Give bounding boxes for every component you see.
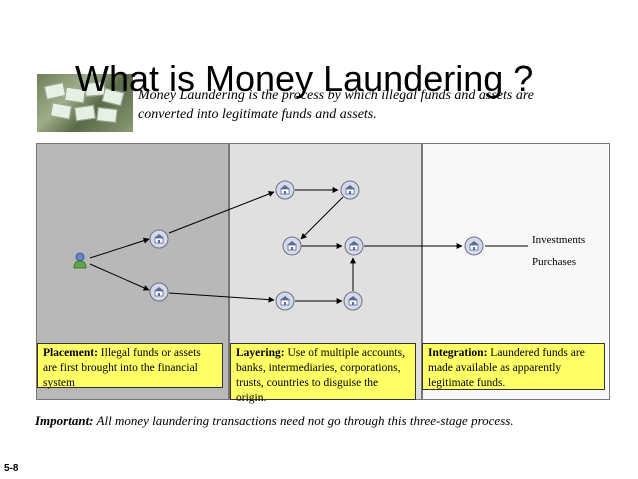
important-text: All money laundering transactions need n…: [96, 413, 514, 428]
person-icon: [73, 252, 87, 269]
slide-subtitle: Money Laundering is the process by which…: [138, 88, 534, 122]
bank-icon: [344, 236, 364, 256]
arrow-source-to-bank-2: [89, 263, 150, 291]
important-term: Important:: [35, 413, 94, 428]
bank-icon: [464, 236, 484, 256]
money-laundering-photo: [37, 74, 133, 132]
destination-investments: Investments: [532, 234, 586, 246]
integration-description: Laundered funds are made available as ap…: [428, 347, 585, 389]
integration-note: Integration: Laundered funds are made av…: [422, 343, 605, 390]
bank-icon: [340, 180, 360, 200]
important-note: Important: All money laundering transact…: [35, 413, 514, 429]
arrow-layering-diagonal: [300, 196, 344, 240]
bank-icon: [275, 180, 295, 200]
bank-icon: [149, 229, 169, 249]
destination-purchases: Purchases: [532, 256, 576, 268]
layering-note: Layering: Use of multiple accounts, bank…: [230, 343, 416, 404]
layering-description: Use of multiple accounts, banks, interme…: [236, 347, 405, 404]
layering-term: Layering:: [236, 347, 285, 359]
page-number: 5-8: [4, 463, 19, 474]
placement-term: Placement:: [43, 347, 98, 359]
arrow-placement-to-layering-top: [168, 191, 275, 234]
placement-description: Illegal funds or assets are first brough…: [43, 347, 201, 389]
bank-icon: [282, 236, 302, 256]
integration-term: Integration:: [428, 347, 488, 359]
arrow-source-to-bank-1: [89, 237, 150, 259]
bank-icon: [149, 282, 169, 302]
bank-icon: [275, 291, 295, 311]
bank-icon: [343, 291, 363, 311]
arrow-placement-to-layering-bottom: [168, 292, 275, 303]
slide-title: What is Money Laundering ?: [75, 58, 534, 99]
placement-note: Placement: Illegal funds or assets are f…: [37, 343, 223, 389]
